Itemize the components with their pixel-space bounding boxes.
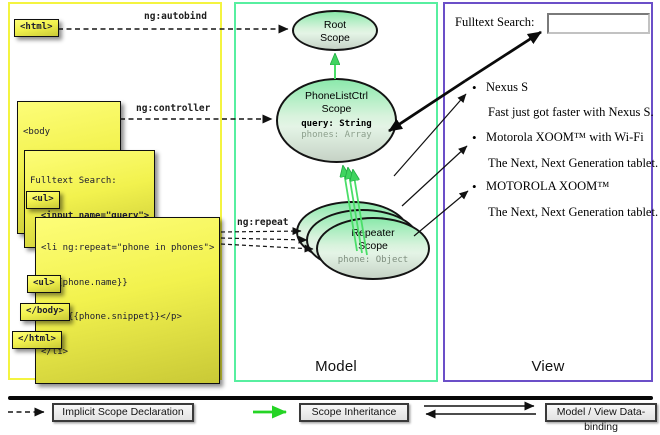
root-scope-ellipse: Root Scope <box>292 10 378 51</box>
scope-property: phones: Array <box>301 130 372 140</box>
scope-property: phone: Object <box>337 255 409 265</box>
item-description: The Next, Next Generation tablet. <box>488 205 659 219</box>
html-open-tag-box: <html> <box>14 19 59 37</box>
ng-repeat-label: ng:repeat <box>237 217 289 228</box>
code-line: <input name="query"> <box>30 210 150 221</box>
scope-title: Repeater <box>351 227 395 239</box>
repeater-scope-ellipse: Repeater Scope phone: Object <box>316 217 430 280</box>
bullet-icon: • <box>472 80 477 95</box>
view-column-label: View <box>531 358 565 375</box>
ng-autobind-label: ng:autobind <box>144 11 207 22</box>
code-line: {{phone.name}} <box>41 277 128 288</box>
model-column: Model <box>234 2 438 382</box>
html-close-tag-box: </html> <box>12 331 62 349</box>
fulltext-search-label: Fulltext Search: <box>455 15 535 29</box>
item-title: MOTOROLA XOOM™ <box>486 179 610 193</box>
scope-property: query: String <box>301 119 372 129</box>
bullet-icon: • <box>472 179 477 194</box>
scope-title: Scope <box>358 239 388 252</box>
item-title: Motorola XOOM™ with Wi-Fi <box>486 130 644 144</box>
legend-separator-line <box>8 396 653 400</box>
body-close-tag-box: </body> <box>20 303 70 321</box>
scope-title: PhoneListCtrl <box>304 90 369 102</box>
item-title: Nexus S <box>486 80 529 94</box>
code-line: <body <box>23 127 51 137</box>
ul-close-tag-box: <ul> <box>27 275 61 293</box>
scope-title: Root <box>323 19 347 31</box>
code-line: <p>{{phone.snippet}}</p> <box>41 312 182 322</box>
scope-title: Scope <box>321 102 352 115</box>
model-column-label: Model <box>315 358 357 375</box>
code-line: <li ng:repeat="phone in phones"> <box>41 243 215 253</box>
li-repeat-code-box: <li ng:repeat="phone in phones"> {{phone… <box>35 217 221 384</box>
bullet-icon: • <box>472 130 477 145</box>
code-line: </li> <box>41 346 69 357</box>
phonelistctrl-scope-ellipse: PhoneListCtrl Scope query: String phones… <box>276 78 397 163</box>
ul-open-tag-box: <ul> <box>26 191 60 209</box>
list-item: • MOTOROLA XOOM™ <box>472 179 610 195</box>
code-line: Fulltext Search: <box>30 176 117 186</box>
list-item: • Motorola XOOM™ with Wi-Fi <box>472 130 644 146</box>
legend-implicit-scope-declaration: Implicit Scope Declaration <box>52 403 194 422</box>
item-description: The Next, Next Generation tablet. <box>488 156 659 170</box>
legend-scope-inheritance: Scope Inheritance <box>299 403 409 422</box>
fulltext-search-input[interactable] <box>547 13 650 34</box>
ng-controller-label: ng:controller <box>136 103 211 114</box>
list-item: • Nexus S <box>472 80 528 96</box>
item-description: Fast just got faster with Nexus S. <box>488 105 654 119</box>
legend-model-view-data-binding: Model / View Data-binding <box>545 403 657 433</box>
scope-title: Scope <box>320 31 350 44</box>
